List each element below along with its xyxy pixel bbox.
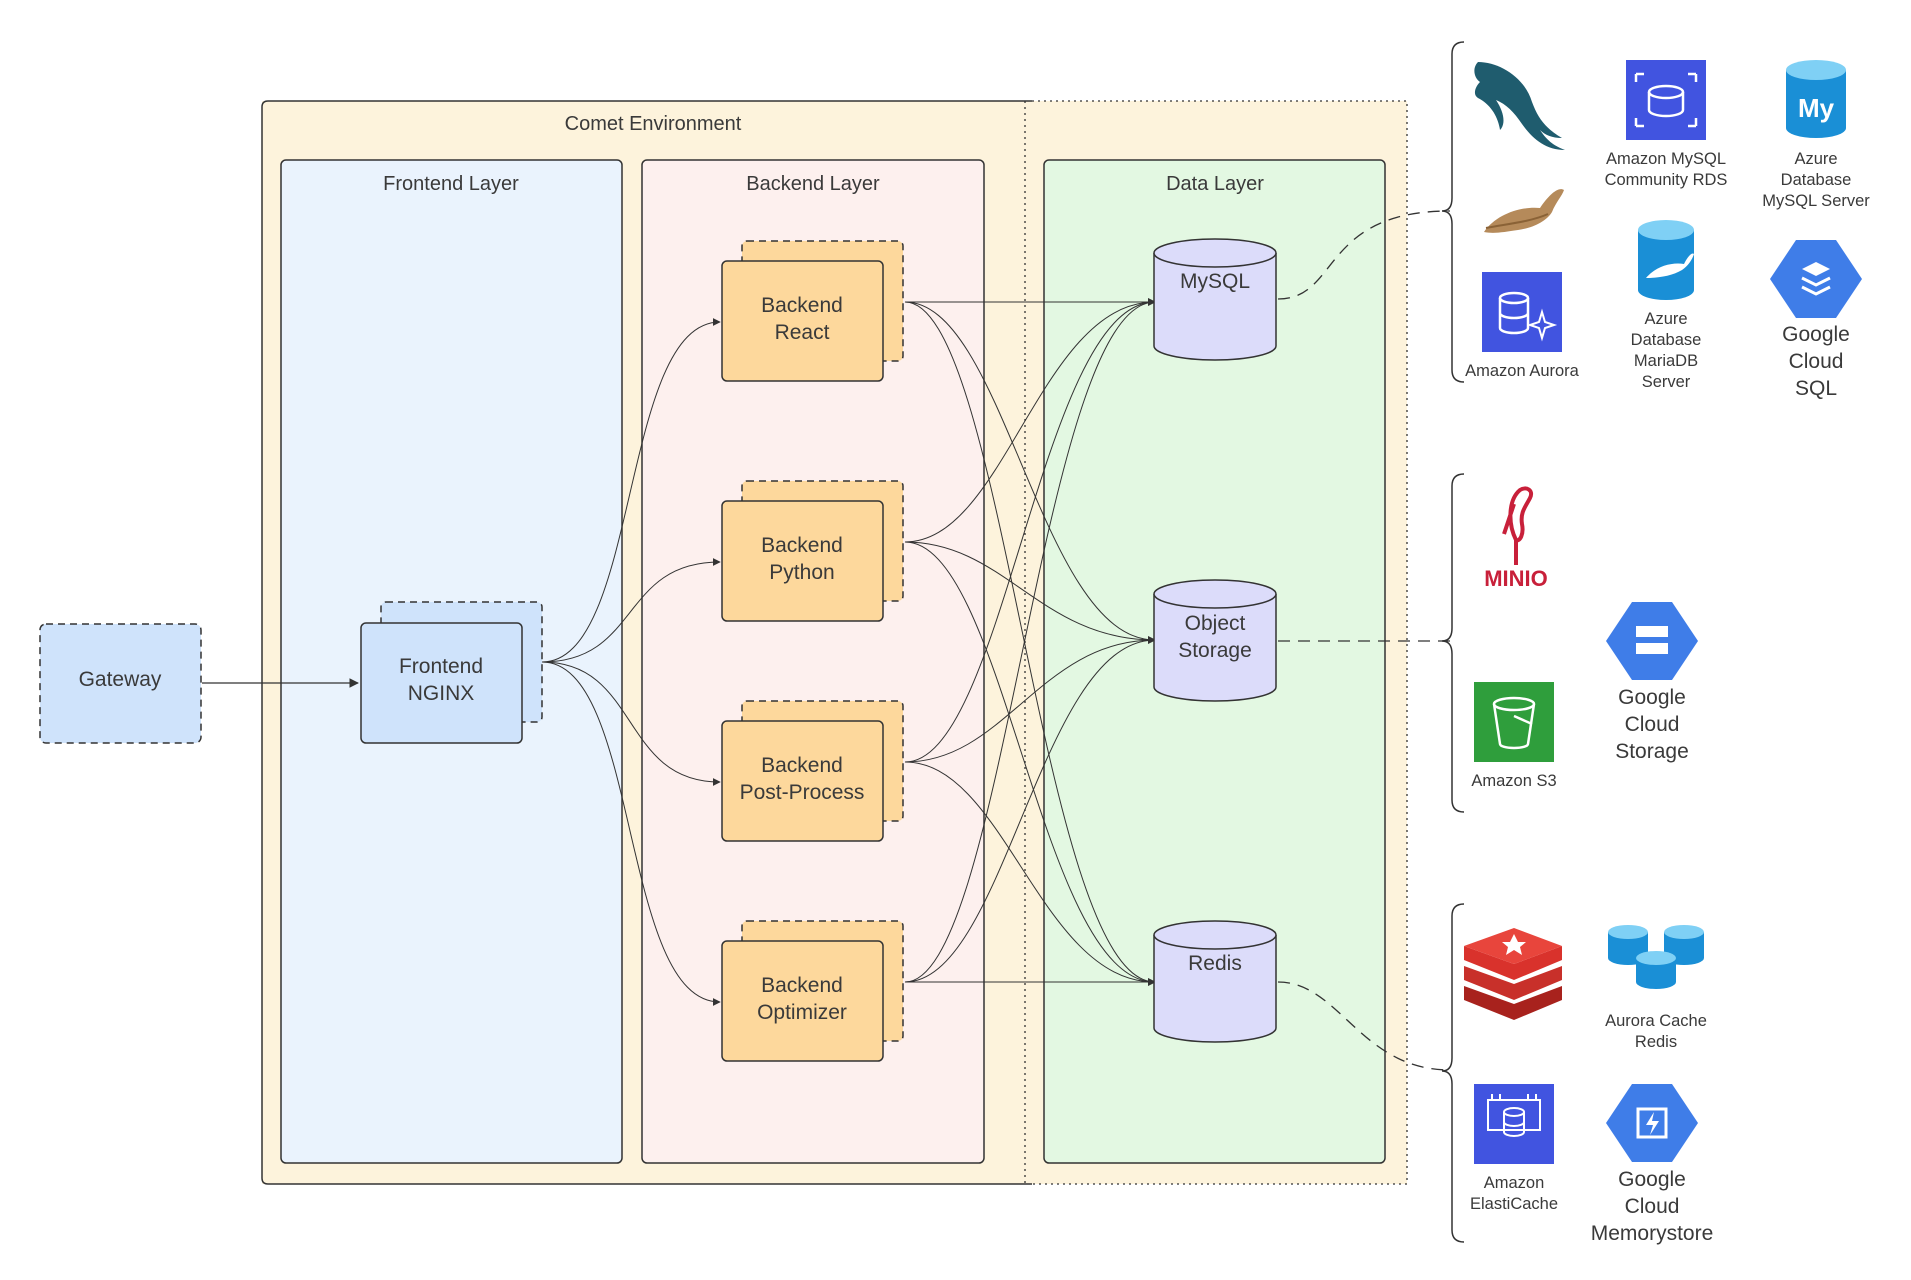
azure-mysql-icon: My xyxy=(1786,60,1846,138)
minio-logo-icon: MINIO xyxy=(1484,486,1548,591)
frontend-nginx-node[interactable]: Frontend NGINX xyxy=(360,601,543,744)
azure-mariadb-label-4: Server xyxy=(1642,373,1691,391)
gateway-label: Gateway xyxy=(79,668,162,691)
redis-label: Redis xyxy=(1188,952,1242,975)
google-cloud-sql-label-3: SQL xyxy=(1795,377,1837,400)
backend-python-label-1: Backend xyxy=(761,534,843,557)
google-cloud-sql-label-2: Cloud xyxy=(1789,350,1844,373)
provider-connectors xyxy=(1277,210,1451,1071)
amazon-elasticache-label-2: ElastiCache xyxy=(1470,1195,1558,1213)
minio-logo-text: MINIO xyxy=(1484,566,1548,591)
frontend-backend-connectors xyxy=(541,318,721,1006)
aurora-cache-redis-label-2: Redis xyxy=(1635,1033,1677,1051)
backend-data-connectors xyxy=(904,298,1156,986)
backend-react-label-1: Backend xyxy=(761,294,843,317)
google-cloud-storage-label-3: Storage xyxy=(1615,740,1689,763)
mariadb-seal-icon xyxy=(1484,189,1564,233)
backend-python-label-2: Python xyxy=(769,561,834,584)
amazon-s3-icon xyxy=(1474,682,1554,762)
frontend-label-2: NGINX xyxy=(408,682,475,705)
aurora-cache-redis-icon xyxy=(1608,925,1704,989)
backend-node-react[interactable]: Backend React xyxy=(721,240,904,382)
amazon-rds-label-2: Community RDS xyxy=(1605,171,1728,189)
google-cloud-sql-icon xyxy=(1770,240,1862,318)
backend-optimizer-label-2: Optimizer xyxy=(757,1001,847,1024)
google-memorystore-label-3: Memorystore xyxy=(1591,1222,1714,1245)
google-cloud-storage-label-2: Cloud xyxy=(1625,713,1680,736)
redis-cylinder[interactable]: Redis xyxy=(1153,920,1277,1043)
amazon-rds-label-1: Amazon MySQL xyxy=(1606,150,1726,168)
environment-title: Comet Environment xyxy=(565,113,742,135)
backend-layer-title: Backend Layer xyxy=(746,173,880,195)
azure-mariadb-label-3: MariaDB xyxy=(1634,352,1698,370)
frontend-layer-title: Frontend Layer xyxy=(383,173,519,195)
backend-postprocess-label-2: Post-Process xyxy=(740,781,865,804)
gateway-node[interactable]: Gateway xyxy=(39,623,202,744)
backend-node-python[interactable]: Backend Python xyxy=(721,480,904,622)
amazon-elasticache-icon xyxy=(1474,1084,1554,1164)
backend-layer: Backend Layer xyxy=(641,159,985,1164)
object-storage-label-2: Storage xyxy=(1178,639,1252,662)
backend-node-postprocess[interactable]: Backend Post-Process xyxy=(721,700,904,842)
google-cloud-sql-label-1: Google xyxy=(1782,323,1850,346)
azure-mariadb-label-2: Database xyxy=(1631,331,1702,349)
azure-mysql-label-1: Azure xyxy=(1794,150,1837,168)
data-layer-title: Data Layer xyxy=(1166,173,1264,195)
provider-braces xyxy=(1441,41,1465,1243)
object-storage-cylinder[interactable]: Object Storage xyxy=(1153,579,1277,702)
redis-logo-icon xyxy=(1464,928,1562,1020)
azure-mysql-label-2: Database xyxy=(1781,171,1852,189)
google-memorystore-icon xyxy=(1606,1084,1698,1162)
object-storage-label-1: Object xyxy=(1185,612,1246,635)
amazon-elasticache-label-1: Amazon xyxy=(1484,1174,1545,1192)
google-memorystore-label-2: Cloud xyxy=(1625,1195,1680,1218)
amazon-s3-label: Amazon S3 xyxy=(1471,772,1556,790)
frontend-label-1: Frontend xyxy=(399,655,483,678)
backend-node-optimizer[interactable]: Backend Optimizer xyxy=(721,920,904,1062)
mysql-cylinder[interactable]: MySQL xyxy=(1153,238,1277,361)
backend-postprocess-label-1: Backend xyxy=(761,754,843,777)
google-cloud-storage-icon xyxy=(1606,602,1698,680)
azure-mariadb-icon xyxy=(1638,220,1694,300)
amazon-rds-icon xyxy=(1626,60,1706,140)
mysql-dolphin-icon xyxy=(1474,62,1565,150)
amazon-aurora-icon xyxy=(1482,272,1562,352)
mysql-label: MySQL xyxy=(1180,270,1250,293)
aurora-cache-redis-label-1: Aurora Cache xyxy=(1605,1012,1707,1030)
google-memorystore-label-1: Google xyxy=(1618,1168,1686,1191)
amazon-aurora-label: Amazon Aurora xyxy=(1465,362,1580,380)
svg-text:My: My xyxy=(1798,93,1835,123)
backend-optimizer-label-1: Backend xyxy=(761,974,843,997)
backend-react-label-2: React xyxy=(775,321,830,344)
azure-mariadb-label-1: Azure xyxy=(1644,310,1687,328)
azure-mysql-label-3: MySQL Server xyxy=(1762,192,1870,210)
google-cloud-storage-label-1: Google xyxy=(1618,686,1686,709)
